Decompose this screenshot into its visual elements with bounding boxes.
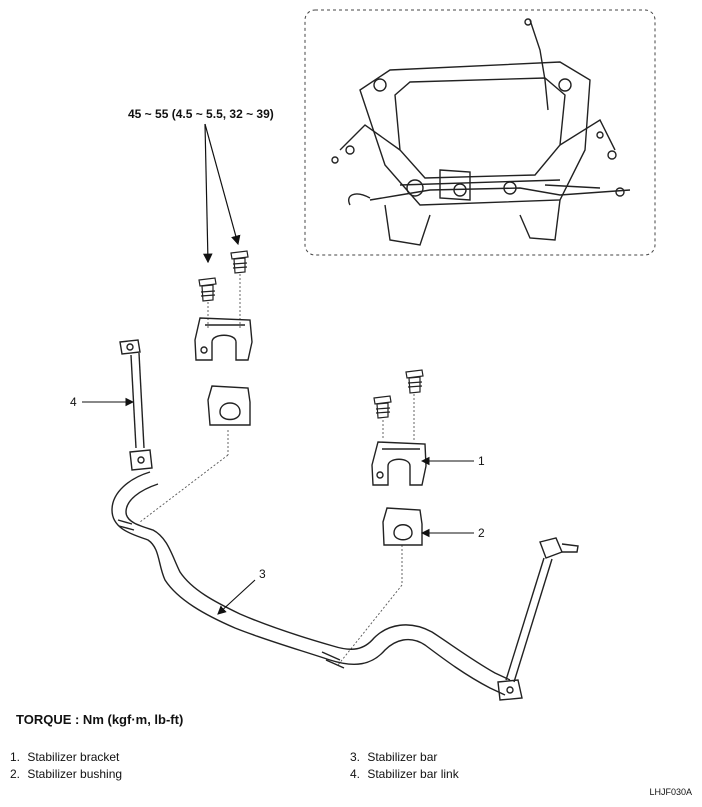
legend-item-1: 1. Stabilizer bracket: [10, 750, 119, 764]
legend-number: 3.: [350, 750, 361, 764]
left-dashed-guides: [139, 274, 241, 523]
right-stabilizer-bushing: [382, 507, 423, 546]
legend-number: 4.: [350, 767, 361, 781]
right-bracket-bolts: [373, 369, 424, 419]
legend-item-4: 4. Stabilizer bar link: [350, 767, 459, 781]
left-bracket-bolts: [198, 250, 249, 302]
torque-spec-label: 45 ~ 55 (4.5 ~ 5.5, 32 ~ 39): [128, 107, 274, 121]
legend-label: Stabilizer bracket: [27, 750, 120, 764]
figure-code: LHJF030A: [649, 787, 692, 797]
torque-units-title: TORQUE : Nm (kgf·m, lb-ft): [16, 712, 184, 727]
stabilizer-bar: [111, 471, 511, 696]
legend-item-2: 2. Stabilizer bushing: [10, 767, 122, 781]
callout-1: 1: [478, 454, 485, 468]
callout-3: 3: [259, 567, 266, 581]
right-stabilizer-link: [497, 537, 579, 701]
left-stabilizer-bushing: [207, 385, 251, 426]
legend-number: 1.: [10, 750, 21, 764]
legend-label: Stabilizer bar link: [367, 767, 459, 781]
callout-2: 2: [478, 526, 485, 540]
legend-number: 2.: [10, 767, 21, 781]
legend-label: Stabilizer bushing: [27, 767, 123, 781]
left-stabilizer-bracket: [194, 317, 253, 361]
left-stabilizer-link: [119, 339, 153, 471]
right-dashed-guides: [337, 394, 415, 666]
subframe-inset: [304, 9, 656, 256]
legend-item-3: 3. Stabilizer bar: [350, 750, 437, 764]
torque-arrows: [203, 123, 241, 264]
legend-label: Stabilizer bar: [367, 750, 438, 764]
callout-4: 4: [70, 395, 77, 409]
right-stabilizer-bracket: [371, 441, 427, 486]
callout-leaders: [82, 397, 474, 615]
